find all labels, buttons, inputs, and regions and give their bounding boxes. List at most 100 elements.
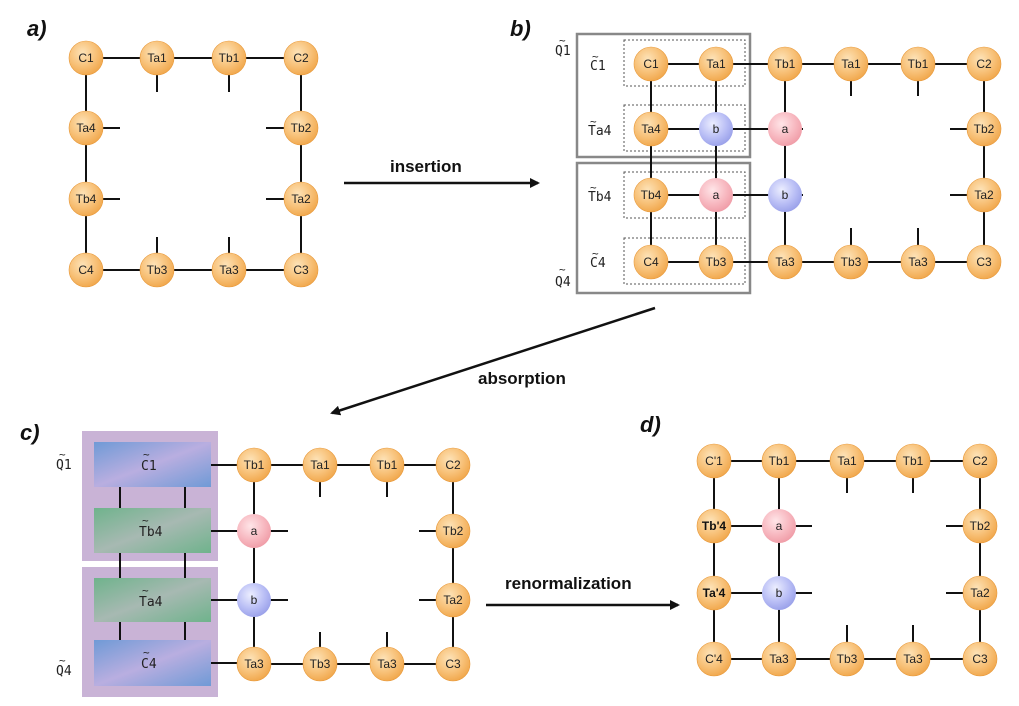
panel-label-d: d) [640,412,661,437]
panel-c-node-label: Tb1 [377,458,398,472]
q1-label-c: Q1 [56,458,72,473]
panel-d-node: C'4 [696,641,732,677]
renormalization-arrow: renormalization [486,574,680,610]
q4-label-c: Q4 [56,664,72,679]
panel-b-node-label: C1 [643,57,659,71]
panel-b-node: Tb2 [966,111,1002,147]
panel-b-node: C3 [966,244,1002,280]
panel-d-node-label: Tb3 [837,652,858,666]
panel-a-node-label: C2 [293,51,309,65]
panel-c-node-label: Tb1 [244,458,265,472]
panel-c-node: Ta1 [302,447,338,483]
panel-c-node: a [237,514,271,548]
panel-b-node-label: C3 [976,255,992,269]
panel-d-node: Ta'4 [696,575,732,611]
panel-c-node: Tb1 [369,447,405,483]
panel-c-node-label: C3 [445,657,461,671]
tilde-ta4-c: ~ [142,584,149,597]
panel-d-node: C3 [962,641,998,677]
panel-a-node: Tb1 [211,40,247,76]
tilde-ta4-b: ~ [590,115,597,128]
tilde-tb4-b: ~ [590,181,597,194]
q4-label-b: Q4 [555,275,571,290]
absorption-label: absorption [478,369,566,388]
panel-d-node: C'1 [696,443,732,479]
panel-b-node: Ta1 [833,46,869,82]
panel-a-node: C2 [283,40,319,76]
c4-block-label: C4 [141,657,157,672]
ta4-block [94,578,211,622]
panel-d-node-label: Tb2 [970,519,991,533]
panel-b-node: C1 [633,46,669,82]
panel-d-node-label: C'4 [705,652,723,666]
panel-a-node-label: C3 [293,263,309,277]
panel-b-node-label: Ta1 [706,57,726,71]
panel-a-node: Tb3 [139,252,175,288]
panel-d-node: a [762,509,796,543]
panel-c-node-label: Ta2 [443,593,463,607]
tilde-c1-c: ~ [143,448,150,461]
panel-d-node: Tb3 [829,641,865,677]
panel-a-node-label: Ta2 [291,192,311,206]
panel-a-node: Ta3 [211,252,247,288]
panel-c-node: C2 [435,447,471,483]
panel-b-node-label: C2 [976,57,992,71]
tilde-q4-b: ~ [559,263,566,276]
panel-b-node: C2 [966,46,1002,82]
panel-b-node-label: C4 [643,255,659,269]
panel-a-node-label: Tb2 [291,121,312,135]
panel-c-node-label: C2 [445,458,461,472]
panel-c-node: C3 [435,646,471,682]
panel-b-node-label: Ta3 [775,255,795,269]
panel-b-node: a [699,178,733,212]
panel-d-node: Tb1 [895,443,931,479]
panel-b-node: Tb1 [900,46,936,82]
panel-b-node-label: Ta3 [908,255,928,269]
tb4-label-b: Tb4 [588,190,612,205]
absorption-arrow: absorption [330,306,656,416]
panel-b-node-label: a [713,188,720,202]
panel-d-node-label: C2 [972,454,988,468]
panel-b-node-label: Tb1 [775,57,796,71]
panel-a-node-label: Tb3 [147,263,168,277]
c1-block [94,442,211,487]
panel-b-node: b [699,112,733,146]
panel-a-node-label: Ta4 [76,121,96,135]
panel-b-node: Ta4 [633,111,669,147]
panel-a-node: Ta1 [139,40,175,76]
panel-d-node-label: a [776,519,783,533]
panel-c-node: Ta2 [435,582,471,618]
panel-a-node: C4 [68,252,104,288]
panel-c-node-label: b [251,593,258,607]
panel-d-node-label: Tb1 [903,454,924,468]
panel-label-c: c) [20,420,40,445]
panel-c-node: Tb3 [302,646,338,682]
panel-c-node-label: Ta1 [310,458,330,472]
panel-b-node-label: Tb1 [908,57,929,71]
c4-label-b: C4 [590,256,606,271]
tilde-c1-b: ~ [592,50,599,63]
panel-d-node: Ta3 [761,641,797,677]
panel-a-node: Tb2 [283,110,319,146]
panel-d-node: Tb2 [962,508,998,544]
tilde-q4-c: ~ [59,654,66,667]
panel-b-node: a [768,112,802,146]
panel-b-node-label: b [782,188,789,202]
panel-d-node-label: C'1 [705,454,723,468]
q4-group-box [575,161,752,295]
panel-d-node-label: Ta1 [837,454,857,468]
panel-a-node: C1 [68,40,104,76]
q1-group-box [575,32,752,159]
panel-d-node: Ta3 [895,641,931,677]
panel-b-node: Tb4 [633,177,669,213]
panel-b-node: Tb3 [698,244,734,280]
c1-label-b: C1 [590,59,606,74]
panel-a-node-label: Tb4 [76,192,97,206]
panel-d-node: Tb1 [761,443,797,479]
panel-a-node: Ta4 [68,110,104,146]
tb4-block-label: Tb4 [139,525,163,540]
tilde-q1-b: ~ [559,34,566,47]
panel-b-node-label: b [713,122,720,136]
